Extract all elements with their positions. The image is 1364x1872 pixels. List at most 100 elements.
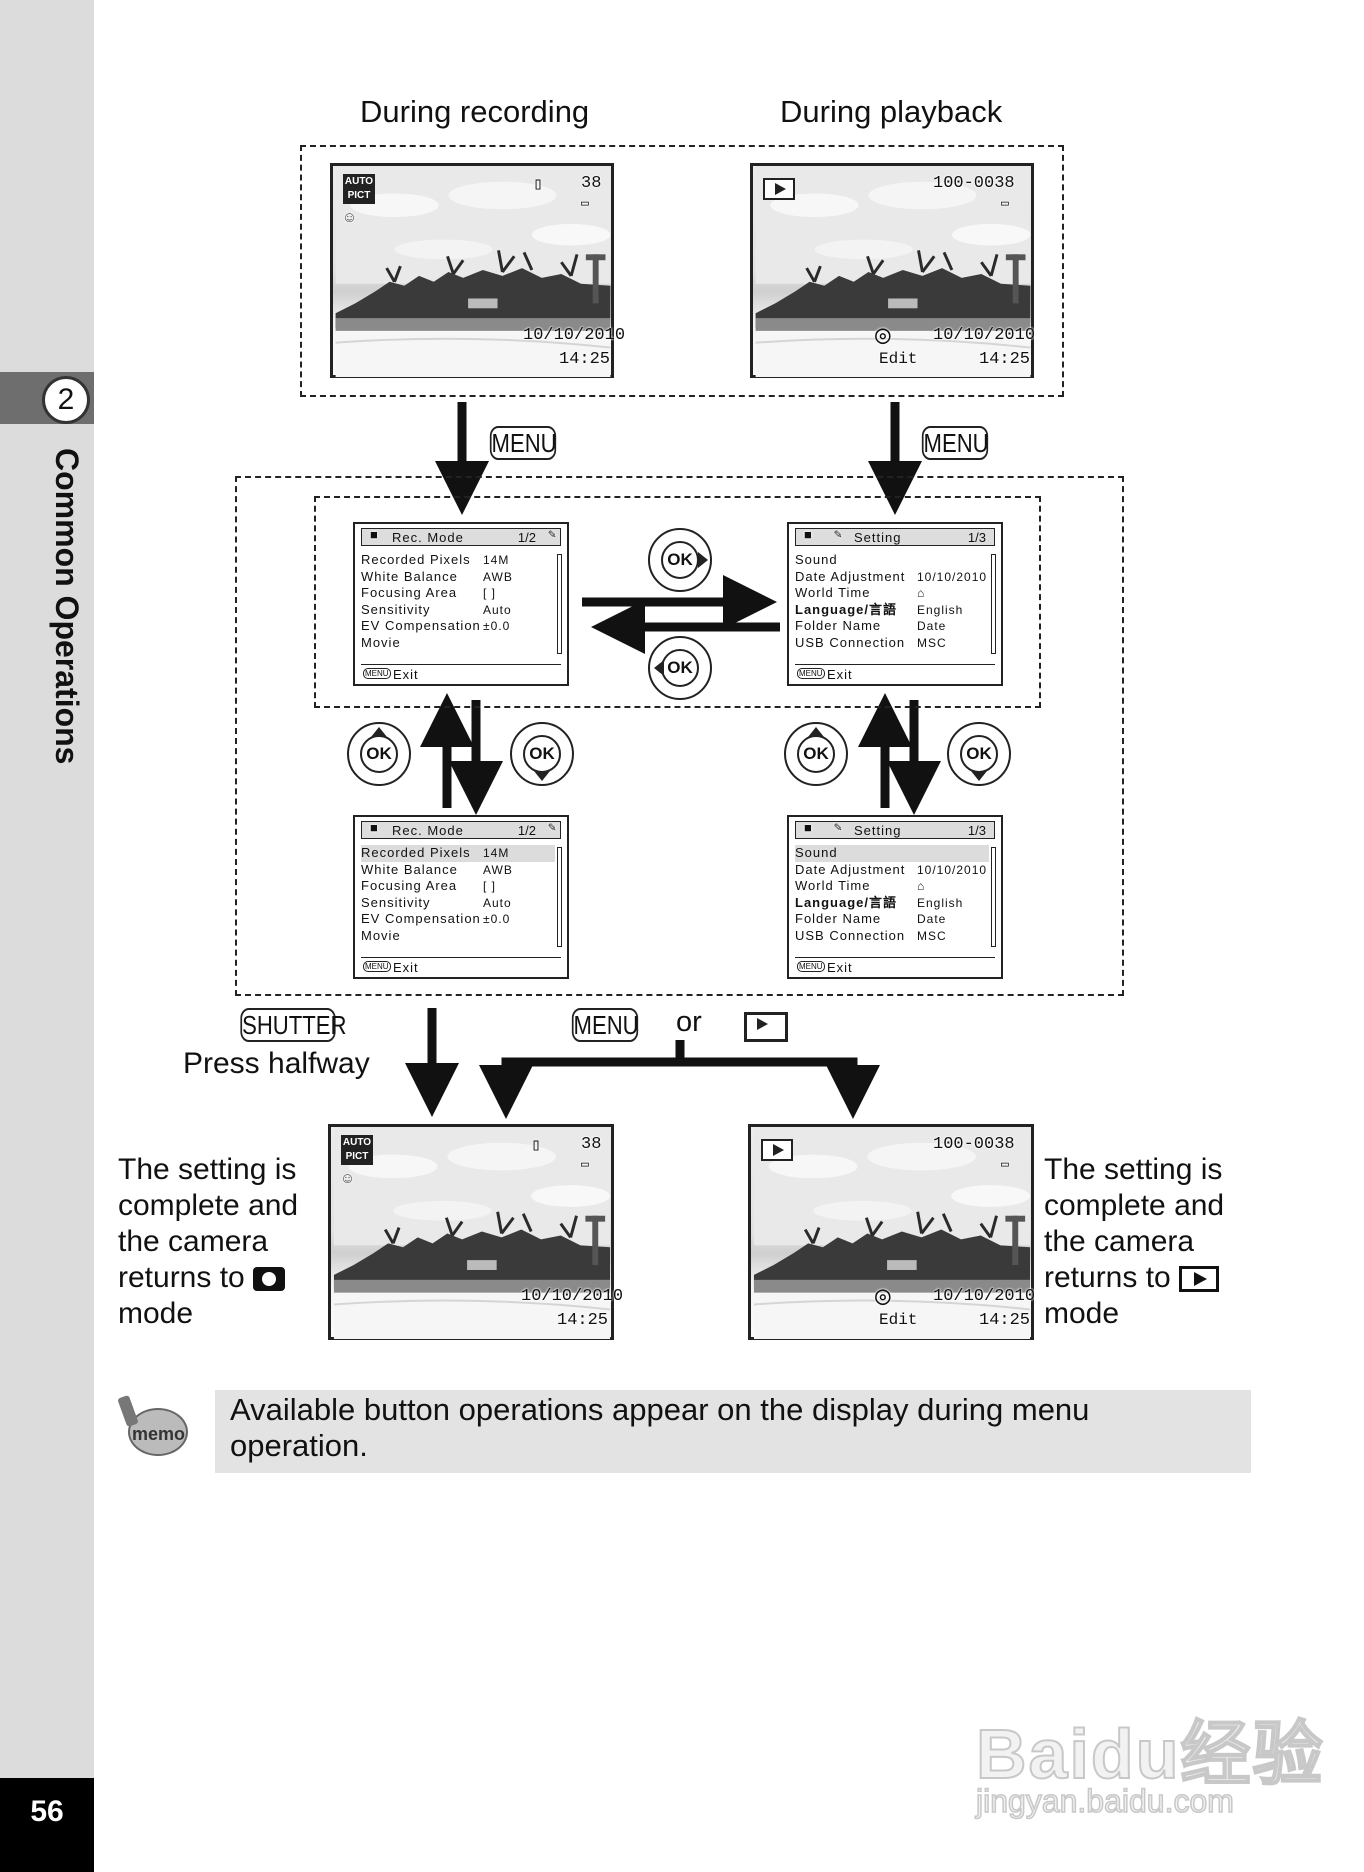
or-label: or (676, 1006, 702, 1038)
playback-time: 14:25 (979, 350, 1031, 369)
camera-tab-icon: ■ (370, 528, 378, 543)
chapter-sidebar (0, 0, 94, 1872)
chapter-number: 2 (42, 376, 90, 424)
menu-row[interactable]: Movie (361, 927, 401, 943)
menu-row[interactable]: EV Compensation±0.0 (361, 618, 511, 633)
playback-screen-result: 100-0038 ▭ ◎ Edit 10/10/2010 14:25 (748, 1124, 1036, 1340)
menu-header: ■ Rec. Mode 1/2 ✎ (361, 527, 561, 546)
menu-page: 1/3 (967, 530, 986, 545)
menu-scrollbar (991, 847, 996, 947)
result-text-playback: The setting is complete and the camera r… (1044, 1153, 1225, 1330)
press-halfway-label: Press halfway (183, 1047, 370, 1080)
result-text-recording: The setting is complete and the camera r… (118, 1153, 299, 1330)
landscape-photo (331, 1127, 613, 1339)
wrench-tab-icon: ✎ (548, 527, 556, 542)
camera-tab-icon: ■ (370, 821, 378, 836)
memo-text: Available button operations appear on th… (230, 1392, 1090, 1463)
ok-right-button-icon: OK (648, 528, 712, 592)
folder-file-number: 100-0038 (933, 174, 1015, 193)
menu-group-inner (314, 496, 1041, 708)
memo-icon: memo (117, 1394, 190, 1458)
ok-down-button-icon: OK (947, 722, 1011, 786)
page-number: 56 (30, 1795, 64, 1828)
menu-key: MENU (921, 426, 989, 460)
camera-icon (253, 1267, 286, 1292)
edit-label: Edit (879, 1311, 918, 1329)
menu-group-outer (235, 476, 1124, 996)
face-detect-icon: ☺ (345, 210, 355, 227)
four-way-controller-icon: ◎ (875, 321, 891, 351)
playback-button-icon (744, 1012, 788, 1042)
exit-label: Exit (393, 667, 419, 682)
battery-icon: ▭ (581, 196, 589, 211)
camera-tab-icon: ■ (804, 528, 812, 543)
menu-row[interactable]: Movie (361, 634, 401, 650)
menu-row[interactable]: Sound (795, 552, 838, 567)
menu-title: Rec. Mode (392, 823, 464, 838)
wrench-tab-icon: ✎ (834, 527, 842, 542)
menu-title: Setting (854, 823, 902, 838)
menu-key: MENU (571, 1008, 639, 1042)
menu-row[interactable]: World Time⌂ (795, 878, 926, 893)
exit-label: Exit (393, 960, 419, 975)
recording-date: 10/10/2010 (521, 1287, 624, 1306)
menu-title: Rec. Mode (392, 530, 464, 545)
ok-up-button-icon: OK (347, 722, 411, 786)
watermark-logo: Baidu经验 (975, 1714, 1325, 1794)
menu-key-icon: MENU (363, 961, 391, 972)
landscape-photo (751, 1127, 1033, 1339)
menu-title: Setting (854, 530, 902, 545)
menu-header: ■ Rec. Mode 1/2 ✎ (361, 820, 561, 839)
menu-page: 1/3 (967, 823, 986, 838)
playback-mode-icon (763, 178, 795, 200)
recording-time: 14:25 (557, 1311, 609, 1330)
memory-card-icon: ▯ (533, 176, 544, 195)
camera-tab-icon: ■ (804, 821, 812, 836)
shots-remaining: 38 (581, 1135, 602, 1154)
exit-label: Exit (827, 667, 853, 682)
playback-date: 10/10/2010 (933, 1287, 1036, 1306)
ok-left-button-icon: OK (648, 636, 712, 700)
menu-row[interactable]: EV Compensation±0.0 (361, 911, 511, 926)
shots-remaining: 38 (581, 174, 602, 193)
menu-row[interactable]: World Time⌂ (795, 585, 926, 600)
watermark-url: jingyan.baidu.com (975, 1782, 1234, 1820)
four-way-controller-icon: ◎ (875, 1282, 891, 1312)
menu-key-icon: MENU (797, 961, 825, 972)
menu-row[interactable]: Focusing Area[ ] (361, 878, 497, 893)
page-number-box (0, 1778, 94, 1872)
heading-during-recording: During recording (360, 94, 590, 129)
battery-icon: ▭ (1001, 196, 1009, 211)
playback-mode-icon (761, 1139, 793, 1161)
menu-key-icon: MENU (797, 668, 825, 679)
menu-key-icon: MENU (363, 668, 391, 679)
ok-up-button-icon: OK (784, 722, 848, 786)
menu-row-selected[interactable]: Sound (795, 845, 989, 862)
shutter-key: SHUTTER (240, 1008, 347, 1042)
face-detect-icon: ☺ (343, 1171, 353, 1188)
menu-header: ■ ✎ Setting 1/3 (795, 820, 995, 839)
menu-page: 1/2 (517, 823, 536, 838)
menu-row[interactable]: Focusing Area[ ] (361, 585, 497, 600)
recording-date: 10/10/2010 (523, 326, 626, 345)
ok-down-button-icon: OK (510, 722, 574, 786)
